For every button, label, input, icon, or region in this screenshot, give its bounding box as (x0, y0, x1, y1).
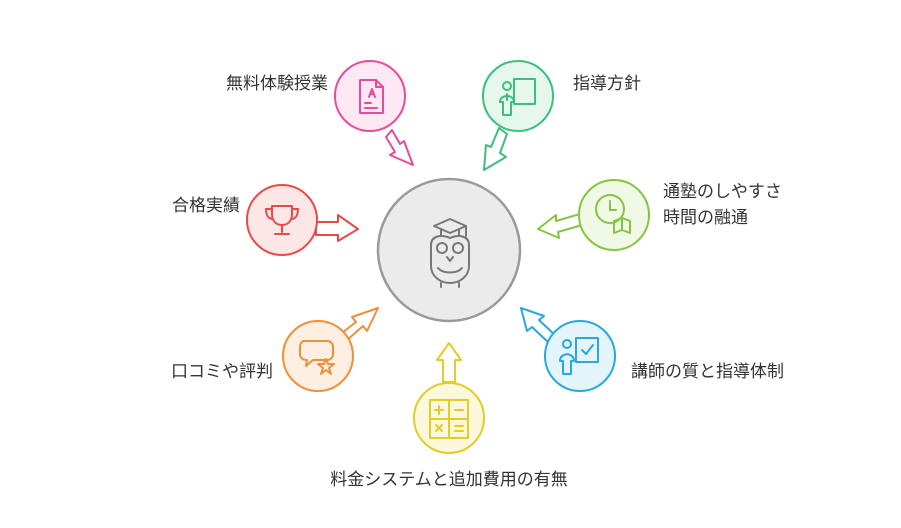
node-reviews (282, 320, 354, 392)
label-reviews: 口コミや評判 (171, 362, 273, 382)
arrow-free-trial (385, 129, 414, 166)
label-free-trial: 無料体験授業 (226, 74, 328, 94)
instructor-check-icon (559, 337, 599, 375)
label-instructors: 講師の質と指導体制 (631, 362, 784, 382)
node-policy (482, 60, 554, 132)
center-circle (376, 177, 522, 323)
node-free-trial (334, 60, 406, 132)
arrow-policy (483, 127, 508, 171)
clock-book-icon (595, 194, 631, 234)
label-policy: 指導方針 (573, 74, 641, 94)
calculator-icon (429, 399, 469, 439)
arrow-instructors (520, 307, 558, 345)
arrow-fees (436, 342, 462, 383)
node-fees (413, 382, 485, 454)
owl-graduate-icon (430, 218, 470, 288)
label-fees: 料金システムと追加費用の有無 (330, 470, 568, 490)
arrow-access (537, 213, 583, 239)
arrow-results (315, 214, 359, 242)
label-access-line2: 時間の融通 (663, 208, 748, 228)
label-access-line1: 通塾のしやすさ (663, 182, 782, 202)
speech-star-icon (299, 340, 335, 375)
trophy-icon (265, 205, 299, 235)
document-icon (359, 79, 384, 114)
node-access (578, 179, 650, 251)
label-results: 合格実績 (172, 196, 240, 216)
node-results (246, 184, 318, 256)
teacher-board-icon (499, 78, 536, 116)
node-instructors (544, 320, 616, 392)
